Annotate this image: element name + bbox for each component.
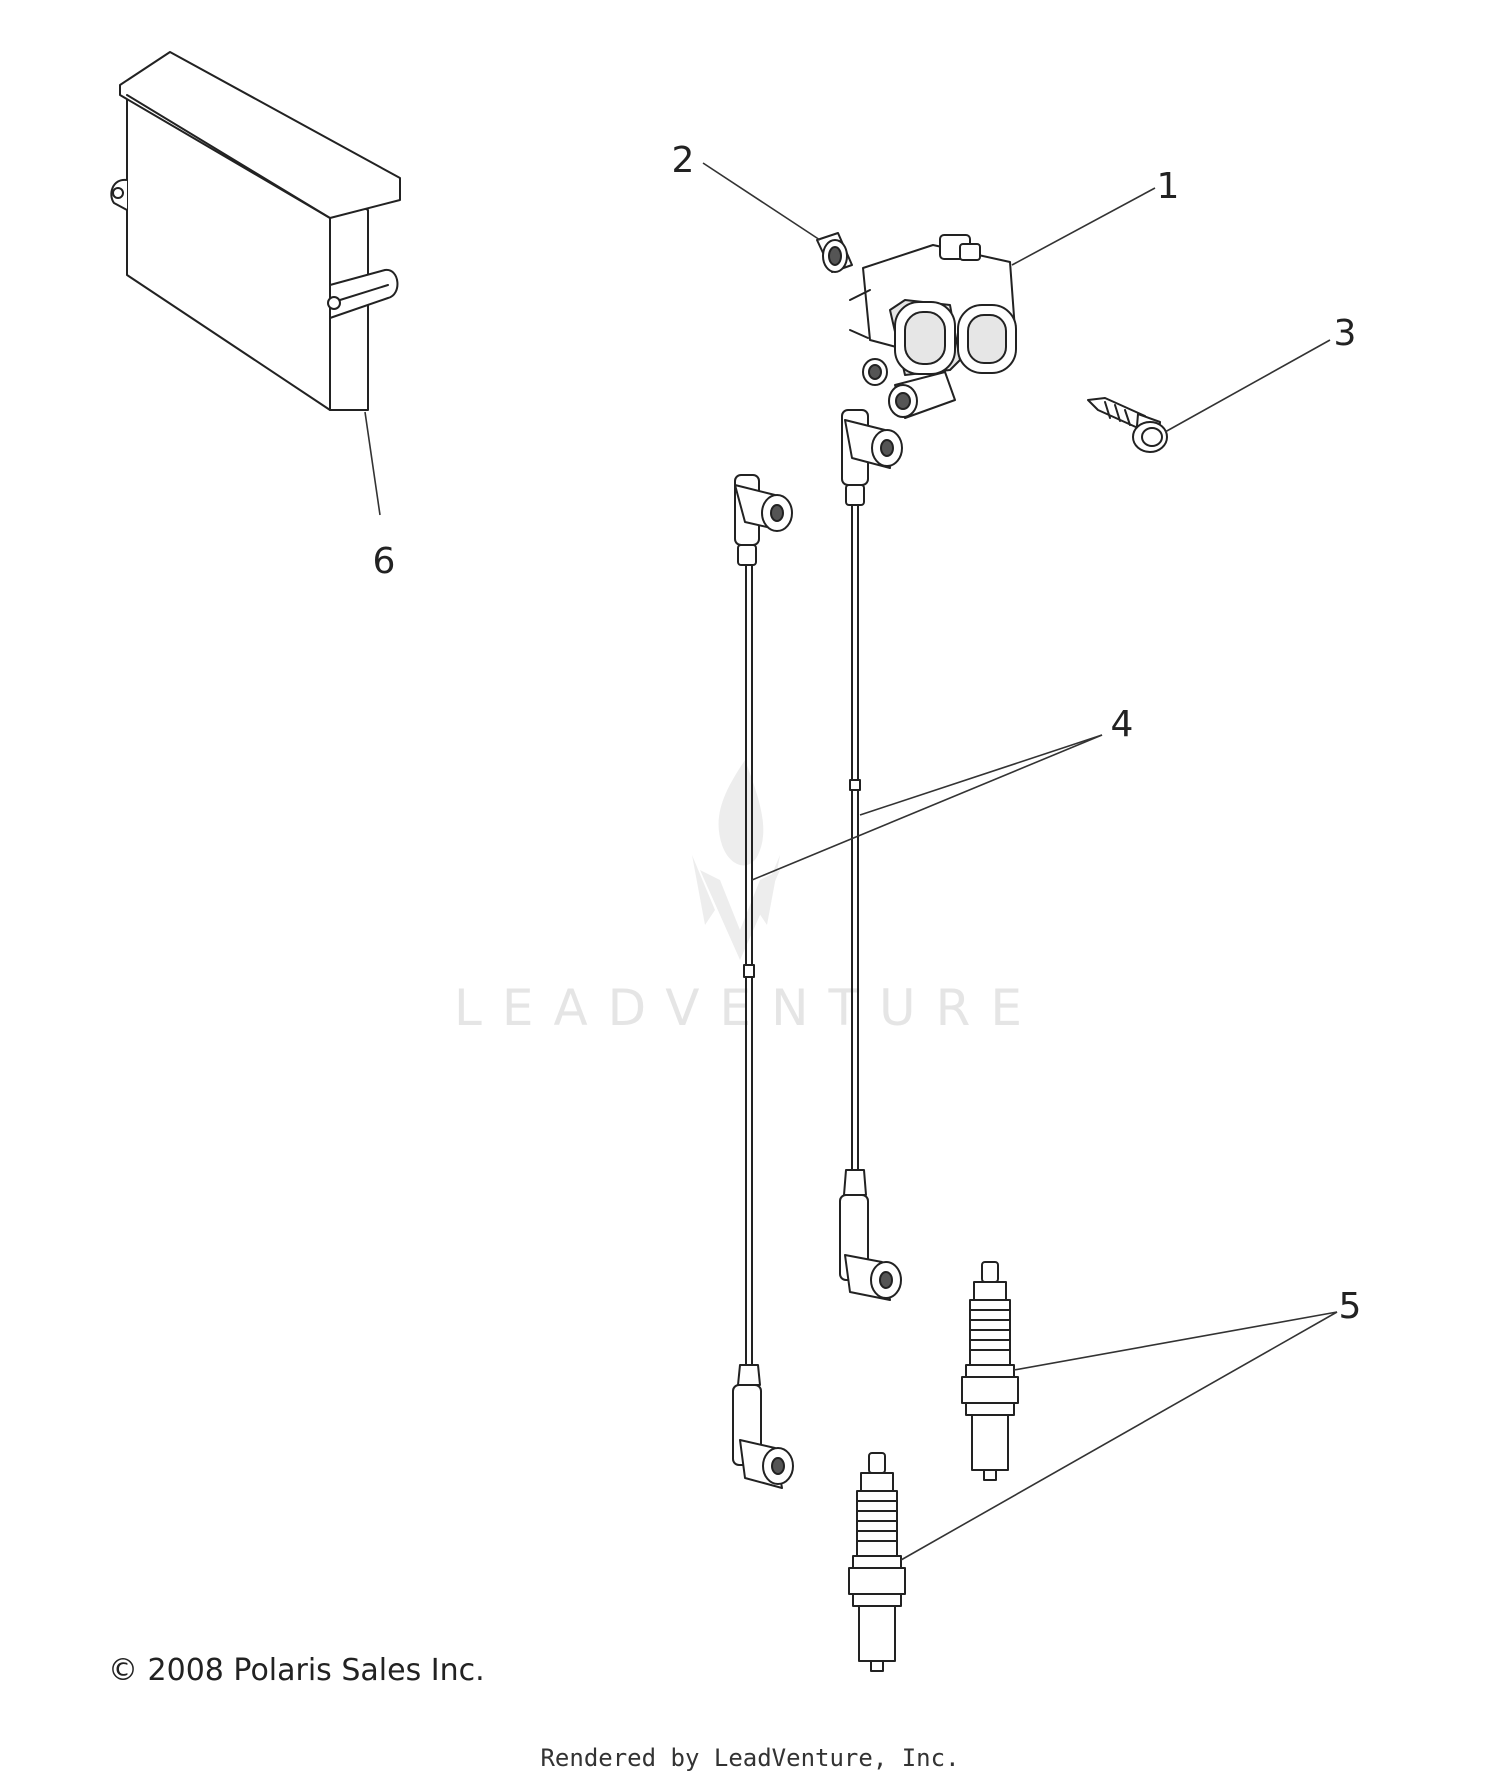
watermark-logo-icon: [692, 760, 780, 960]
copyright-notice: © 2008 Polaris Sales Inc.: [108, 1653, 485, 1688]
part-4-plug-wire-left[interactable]: [732, 474, 794, 1489]
leader-1: [1011, 187, 1156, 266]
rendered-by-notice: Rendered by LeadVenture, Inc.: [540, 1744, 959, 1772]
leader-5b: [900, 1311, 1338, 1561]
watermark-text: LEADVENTURE: [454, 979, 1042, 1037]
leader-6: [364, 411, 381, 516]
part-1-ignition-coil[interactable]: [849, 234, 1017, 419]
part-6-ecu-module[interactable]: [110, 51, 401, 411]
leader-3: [1164, 339, 1331, 433]
callout-4: 4: [1111, 704, 1134, 745]
callout-2: 2: [672, 140, 695, 181]
watermark: LEADVENTURE: [454, 760, 1042, 1037]
leader-4a: [859, 734, 1103, 816]
leader-5a: [1013, 1311, 1338, 1371]
leader-4b: [751, 734, 1103, 881]
callout-6: 6: [373, 541, 396, 582]
callout-5: 5: [1339, 1286, 1362, 1327]
part-4-plug-wire-right[interactable]: [839, 409, 903, 1301]
leader-lines: [364, 162, 1338, 1561]
leader-2: [702, 162, 821, 241]
callout-1: 1: [1157, 166, 1180, 207]
part-5-spark-plug-upper[interactable]: [961, 1261, 1019, 1481]
callout-3: 3: [1334, 313, 1357, 354]
part-3-bolt[interactable]: [1087, 397, 1168, 453]
part-5-spark-plug-lower[interactable]: [848, 1452, 906, 1672]
part-2-grommet[interactable]: [816, 232, 853, 273]
